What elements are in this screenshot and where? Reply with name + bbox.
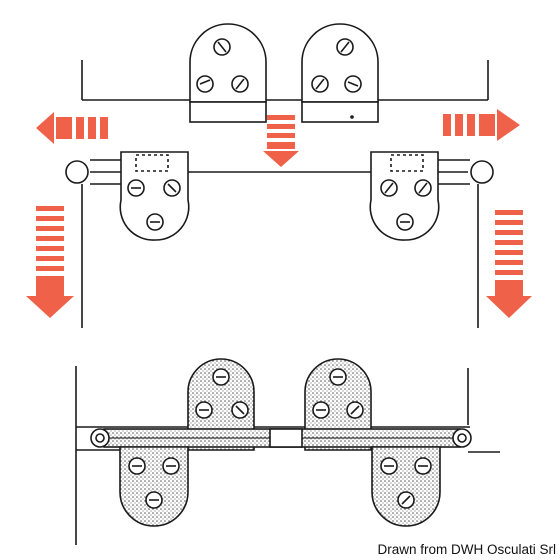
mounted-plate-lower-right	[371, 446, 441, 527]
screw-icon	[311, 75, 329, 93]
screw-icon	[414, 457, 432, 475]
hinge-pin-icon	[65, 160, 89, 184]
mounted-hinge-rod	[103, 428, 461, 448]
screw-icon	[196, 75, 214, 93]
screw-icon	[213, 38, 231, 56]
arrow-down-icon	[26, 206, 74, 318]
screw-icon	[231, 401, 249, 419]
screw-icon	[346, 401, 364, 419]
exploded-view	[26, 23, 532, 328]
arrow-left-icon	[36, 112, 108, 144]
hinge-pin-icon	[452, 428, 472, 448]
screw-icon	[329, 368, 347, 386]
screw-icon	[231, 75, 249, 93]
screw-icon	[146, 213, 164, 231]
screw-icon	[162, 457, 180, 475]
middle-hinge-plate-left	[119, 151, 190, 241]
screw-icon	[344, 75, 362, 93]
screw-icon	[163, 179, 181, 197]
screw-icon	[396, 213, 414, 231]
arrow-down-icon	[486, 210, 532, 318]
top-hinge-plate-left	[189, 23, 267, 123]
screw-icon	[414, 179, 432, 197]
mounted-frame	[75, 366, 500, 545]
screw-icon	[128, 457, 146, 475]
mounted-plate-lower-left	[119, 446, 189, 527]
screw-icon	[127, 179, 145, 197]
mounted-plate-upper-right	[304, 358, 372, 451]
mounted-plate-upper-left	[187, 358, 255, 451]
screw-icon	[380, 457, 398, 475]
top-beam	[81, 60, 489, 101]
arrow-down-icon	[263, 115, 299, 167]
hinge-pin-icon	[470, 160, 494, 184]
image-credit-caption: Drawn from DWH Osculati Srl	[377, 542, 556, 557]
arrow-right-icon	[443, 109, 520, 141]
screw-icon	[212, 368, 230, 386]
mounted-view	[75, 358, 500, 545]
screw-icon	[336, 38, 354, 56]
screw-icon	[397, 491, 415, 509]
screw-icon	[145, 491, 163, 509]
middle-hinge-plate-right	[369, 151, 440, 241]
screw-icon	[195, 401, 213, 419]
hinge-pin-icon	[90, 428, 110, 448]
screw-icon	[380, 179, 398, 197]
screw-icon	[312, 401, 330, 419]
top-hinge-plate-right	[301, 23, 379, 123]
